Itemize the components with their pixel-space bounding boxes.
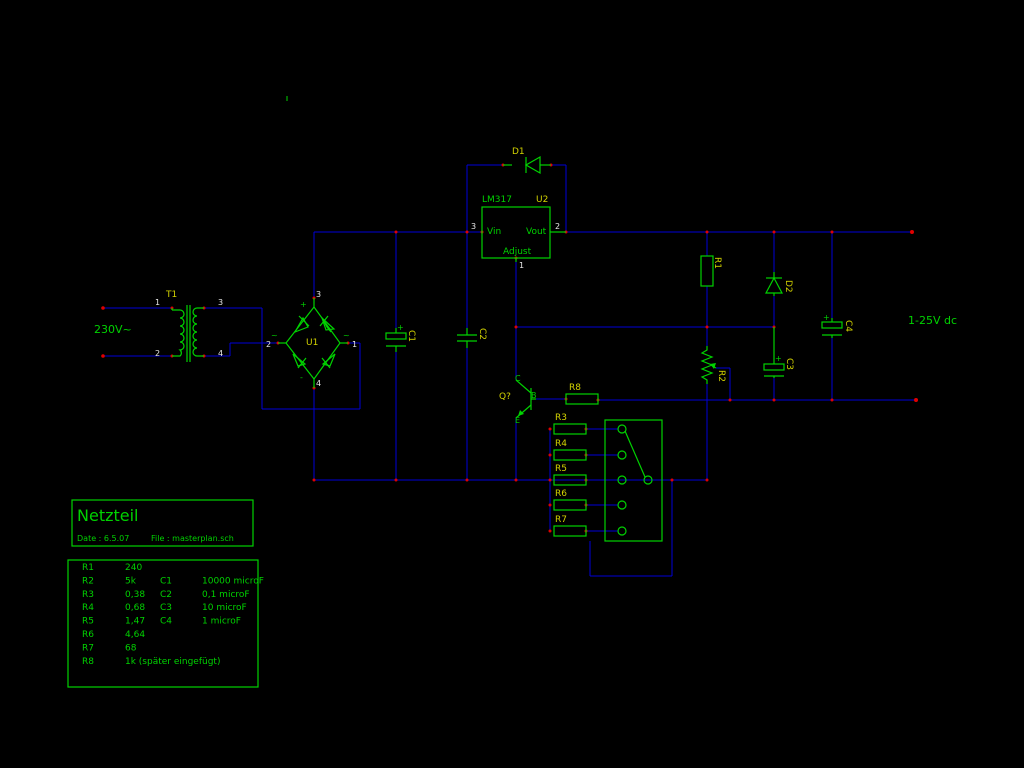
r3-label: R3 <box>555 413 567 423</box>
u2-label: U2 <box>536 195 548 205</box>
q-b-pin: B <box>531 391 537 400</box>
table-cell-value2: 10 microF <box>202 603 247 613</box>
u2-pin-3: 3 <box>471 222 476 231</box>
t1-pin-4: 4 <box>218 349 223 358</box>
r6-label: R6 <box>555 489 567 499</box>
table-cell-value2: 0,1 microF <box>202 590 250 600</box>
u1-minus-marker: - <box>300 373 303 382</box>
u1-ac1-marker: ~ <box>271 331 278 340</box>
table-cell-ref: R8 <box>82 657 94 667</box>
regulator-u2[interactable]: LM317 U2 Vin Vout Adjust 3 2 1 <box>471 195 566 270</box>
diode-d1[interactable]: D1 <box>503 147 551 175</box>
capacitor-c1[interactable]: + C1 <box>385 323 416 352</box>
r8-label: R8 <box>569 383 581 393</box>
table-cell-value: 1k (später eingefügt) <box>125 657 220 667</box>
t1-pin-1: 1 <box>155 298 160 307</box>
capacitor-c4[interactable]: + C4 <box>821 313 853 338</box>
r7-label: R7 <box>555 515 567 525</box>
c3-label: C3 <box>784 358 794 370</box>
file-text: File : masterplan.sch <box>151 534 234 543</box>
resistor-r3[interactable]: R3 <box>553 413 587 435</box>
d1-label: D1 <box>512 147 525 157</box>
input-voltage-label: 230V~ <box>94 323 132 336</box>
rotary-switch[interactable] <box>604 419 663 542</box>
table-cell-ref2: C1 <box>160 576 172 586</box>
table-cell-ref: R5 <box>82 617 94 627</box>
resistor-r7[interactable]: R7 <box>553 515 587 537</box>
table-cell-value: 5k <box>125 576 137 586</box>
table-cell-value: 0,38 <box>125 590 145 600</box>
resistor-r8[interactable]: R8 <box>565 383 599 405</box>
c4-plus-marker: + <box>823 313 830 322</box>
table-cell-ref: R1 <box>82 563 94 573</box>
u2-pin-1: 1 <box>519 261 524 270</box>
date-text: Date : 6.5.07 <box>77 534 129 543</box>
u2-part-label: LM317 <box>482 195 512 205</box>
transformer-t1[interactable]: T1 1 2 3 4 <box>155 290 223 362</box>
table-cell-value: 4,64 <box>125 630 145 640</box>
resistor-r4[interactable]: R4 <box>553 439 587 461</box>
c2-label: C2 <box>477 328 487 340</box>
resistor-r5[interactable]: R5 <box>553 464 587 486</box>
c1-label: C1 <box>406 330 416 342</box>
table-cell-ref: R2 <box>82 576 94 586</box>
c3-plus-marker: + <box>775 354 782 363</box>
table-cell-ref: R6 <box>82 630 94 640</box>
r1-label: R1 <box>712 257 722 269</box>
title-text: Netzteil <box>77 506 139 525</box>
u1-pin-4: 4 <box>316 379 321 388</box>
t1-label: T1 <box>165 290 177 300</box>
pin-dots <box>101 163 918 533</box>
wires <box>103 164 916 577</box>
d2-label: D2 <box>783 280 793 293</box>
t1-pin-3: 3 <box>218 298 223 307</box>
capacitor-c2[interactable]: C2 <box>457 328 487 348</box>
u1-ac2-marker: ~ <box>343 331 350 340</box>
resistor-r1[interactable]: R1 <box>700 255 722 287</box>
table-cell-ref2: C3 <box>160 603 172 613</box>
q-e-pin: E <box>515 416 520 425</box>
t1-pin-2: 2 <box>155 349 160 358</box>
u2-vin-label: Vin <box>487 227 501 237</box>
output-voltage-label: 1-25V dc <box>908 314 957 327</box>
r5-label: R5 <box>555 464 567 474</box>
r4-label: R4 <box>555 439 567 449</box>
table-cell-value: 0,68 <box>125 603 145 613</box>
q-c-pin: C <box>515 374 521 383</box>
u1-pin-3: 3 <box>316 290 321 299</box>
r2-label: R2 <box>716 370 726 382</box>
table-cell-value2: 1 microF <box>202 617 241 627</box>
table-cell-ref: R7 <box>82 643 94 653</box>
u1-label: U1 <box>306 338 318 348</box>
capacitor-c3[interactable]: + C3 <box>763 327 794 378</box>
u1-pin-1: 1 <box>352 340 357 349</box>
table-cell-ref: R4 <box>82 603 94 613</box>
table-cell-value2: 10000 microF <box>202 576 264 586</box>
table-cell-ref2: C2 <box>160 590 172 600</box>
table-cell-ref: R3 <box>82 590 94 600</box>
q-label: Q? <box>499 392 511 402</box>
potentiometer-r2[interactable]: R2 <box>700 346 726 384</box>
title-block: Netzteil Date : 6.5.07 File : masterplan… <box>71 499 254 547</box>
u2-pin-2: 2 <box>555 222 560 231</box>
u2-adjust-label: Adjust <box>503 247 532 257</box>
diode-d2[interactable]: D2 <box>765 272 793 296</box>
resistor-r6[interactable]: R6 <box>553 489 587 511</box>
table-cell-value: 1,47 <box>125 617 145 627</box>
u2-vout-label: Vout <box>526 227 547 237</box>
table-cell-value: 68 <box>125 643 137 653</box>
bridge-rectifier-u1[interactable]: U1 3 4 2 1 + - ~ ~ <box>266 290 357 388</box>
transistor-q[interactable]: Q? C E B <box>499 374 537 425</box>
c1-plus-marker: + <box>397 323 404 332</box>
c4-label: C4 <box>843 320 853 332</box>
u1-pin-2: 2 <box>266 340 271 349</box>
table-cell-value: 240 <box>125 563 142 573</box>
table-cell-ref2: C4 <box>160 617 172 627</box>
u1-plus-marker: + <box>300 300 307 309</box>
